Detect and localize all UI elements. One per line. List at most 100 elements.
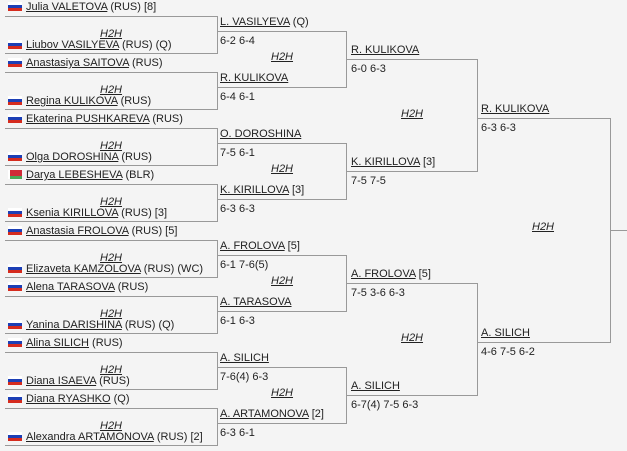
h2h-link[interactable]: H2H [100, 28, 123, 40]
winner-suffix: [2] [308, 408, 324, 420]
player-entry: Regina KULIKOVA (RUS) [8, 95, 151, 108]
russia-flag-icon [8, 432, 22, 441]
h2h-link[interactable]: H2H [271, 275, 294, 287]
player-entry: Ekaterina PUSHKAREVA (RUS) [8, 113, 183, 126]
winner-name-link[interactable]: A. ARTAMONOVA [220, 408, 309, 420]
h2h-link[interactable]: H2H [100, 364, 123, 376]
winner-entry: A. FROLOVA [5] [220, 240, 300, 253]
winner-name-link[interactable]: A. SILICH [481, 327, 530, 339]
h2h-link[interactable]: H2H [271, 387, 294, 399]
player-name-link[interactable]: Alexandra ARTAMONOVA [26, 431, 154, 443]
player-suffix: (RUS) [114, 281, 149, 293]
player-suffix: (RUS) [2] [153, 431, 203, 443]
player-name-link[interactable]: Olga DOROSHINA [26, 151, 119, 163]
player-entry: Elizaveta KAMZOLOVA (RUS) (WC) [8, 263, 203, 276]
player-entry: Ksenia KIRILLOVA (RUS) [3] [8, 207, 167, 220]
player-entry: Alexandra ARTAMONOVA (RUS) [2] [8, 431, 203, 444]
player-suffix: (RUS) (Q) [121, 319, 175, 331]
player-suffix: (RUS) [3] [118, 207, 168, 219]
h2h-link[interactable]: H2H [100, 84, 123, 96]
player-name-link[interactable]: Diana RYASHKO [26, 393, 111, 405]
winner-suffix: [3] [419, 156, 436, 168]
match-score: 6-7(4) 7-5 6-3 [351, 399, 419, 411]
h2h-link[interactable]: H2H [271, 163, 294, 175]
player-suffix: (RUS) [5] [128, 225, 178, 237]
h2h-link[interactable]: H2H [100, 140, 123, 152]
match-score: 6-4 6-1 [220, 91, 255, 103]
player-name-link[interactable]: Liubov VASILYEVA [26, 39, 119, 51]
player-name-link[interactable]: Darya LEBESHEVA [26, 169, 123, 181]
winner-suffix: (Q) [289, 16, 309, 28]
h2h-link[interactable]: H2H [401, 332, 424, 344]
player-name-link[interactable]: Diana ISAEVA [26, 375, 97, 387]
winner-entry: K. KIRILLOVA [3] [351, 156, 435, 169]
russia-flag-icon [8, 58, 22, 67]
player-name-link[interactable]: Ksenia KIRILLOVA [26, 207, 119, 219]
match-score: 6-3 6-3 [481, 122, 516, 134]
match-score: 6-2 6-4 [220, 35, 255, 47]
h2h-link[interactable]: H2H [100, 196, 123, 208]
player-entry: Alena TARASOVA (RUS) [8, 281, 148, 294]
player-name-link[interactable]: Yanina DARISHINA [26, 319, 122, 331]
winner-entry: A. SILICH [481, 327, 530, 340]
h2h-link[interactable]: H2H [401, 108, 424, 120]
h2h-link[interactable]: H2H [271, 51, 294, 63]
player-suffix: (RUS) [88, 337, 123, 349]
winner-name-link[interactable]: R. KULIKOVA [220, 72, 289, 84]
h2h-link[interactable]: H2H [100, 420, 123, 432]
winner-suffix: [5] [415, 268, 431, 280]
match-score: 7-5 7-5 [351, 175, 386, 187]
player-suffix: (RUS) [128, 57, 163, 69]
winner-name-link[interactable]: A. SILICH [220, 352, 269, 364]
player-suffix: (RUS) [118, 151, 152, 163]
h2h-link[interactable]: H2H [100, 308, 123, 320]
winner-entry: R. KULIKOVA [220, 72, 288, 85]
russia-flag-icon [8, 114, 22, 123]
player-name-link[interactable]: Elizaveta KAMZOLOVA [26, 263, 141, 275]
h2h-link[interactable]: H2H [532, 221, 555, 233]
russia-flag-icon [8, 226, 22, 235]
match-score: 4-6 7-5 6-2 [481, 346, 535, 358]
player-name-link[interactable]: Anastasia FROLOVA [26, 225, 129, 237]
winner-name-link[interactable]: A. SILICH [351, 380, 400, 392]
winner-name-link[interactable]: R. KULIKOVA [481, 103, 550, 115]
player-entry: Olga DOROSHINA (RUS) [8, 151, 152, 164]
winner-entry: A. TARASOVA [220, 296, 292, 309]
winner-name-link[interactable]: R. KULIKOVA [351, 44, 420, 56]
winner-name-link[interactable]: A. FROLOVA [220, 240, 285, 252]
russia-flag-icon [8, 376, 22, 385]
winner-name-link[interactable]: K. KIRILLOVA [220, 184, 289, 196]
player-suffix: (BLR) [122, 169, 155, 181]
player-name-link[interactable]: Julia VALETOVA [26, 1, 108, 13]
winner-entry: R. KULIKOVA [481, 103, 549, 116]
russia-flag-icon [8, 338, 22, 347]
winner-entry: A. SILICH [351, 380, 400, 393]
match-score: 6-3 6-1 [220, 427, 255, 439]
russia-flag-icon [8, 208, 22, 217]
match-score: 7-6(4) 6-3 [220, 371, 269, 383]
player-name-link[interactable]: Ekaterina PUSHKAREVA [26, 113, 150, 125]
player-name-link[interactable]: Alena TARASOVA [26, 281, 115, 293]
player-entry: Darya LEBESHEVA (BLR) [8, 169, 154, 182]
match-score: 6-1 7-6(5) [220, 259, 269, 271]
player-name-link[interactable]: Alina SILICH [26, 337, 89, 349]
russia-flag-icon [8, 2, 22, 11]
player-name-link[interactable]: Anastasiya SAITOVA [26, 57, 129, 69]
player-entry: Julia VALETOVA (RUS) [8] [8, 1, 156, 14]
player-name-link[interactable]: Regina KULIKOVA [26, 95, 118, 107]
player-entry: Diana ISAEVA (RUS) [8, 375, 130, 388]
russia-flag-icon [8, 40, 22, 49]
player-suffix: (RUS) (WC) [140, 263, 204, 275]
winner-name-link[interactable]: O. DOROSHINA [220, 128, 302, 140]
winner-name-link[interactable]: K. KIRILLOVA [351, 156, 420, 168]
h2h-link[interactable]: H2H [100, 252, 123, 264]
winner-name-link[interactable]: A. TARASOVA [220, 296, 292, 308]
winner-entry: A. ARTAMONOVA [2] [220, 408, 324, 421]
match-score: 7-5 6-1 [220, 147, 255, 159]
winner-entry: R. KULIKOVA [351, 44, 419, 57]
winner-name-link[interactable]: A. FROLOVA [351, 268, 416, 280]
winner-name-link[interactable]: L. VASILYEVA [220, 16, 290, 28]
player-suffix: (Q) [110, 393, 130, 405]
